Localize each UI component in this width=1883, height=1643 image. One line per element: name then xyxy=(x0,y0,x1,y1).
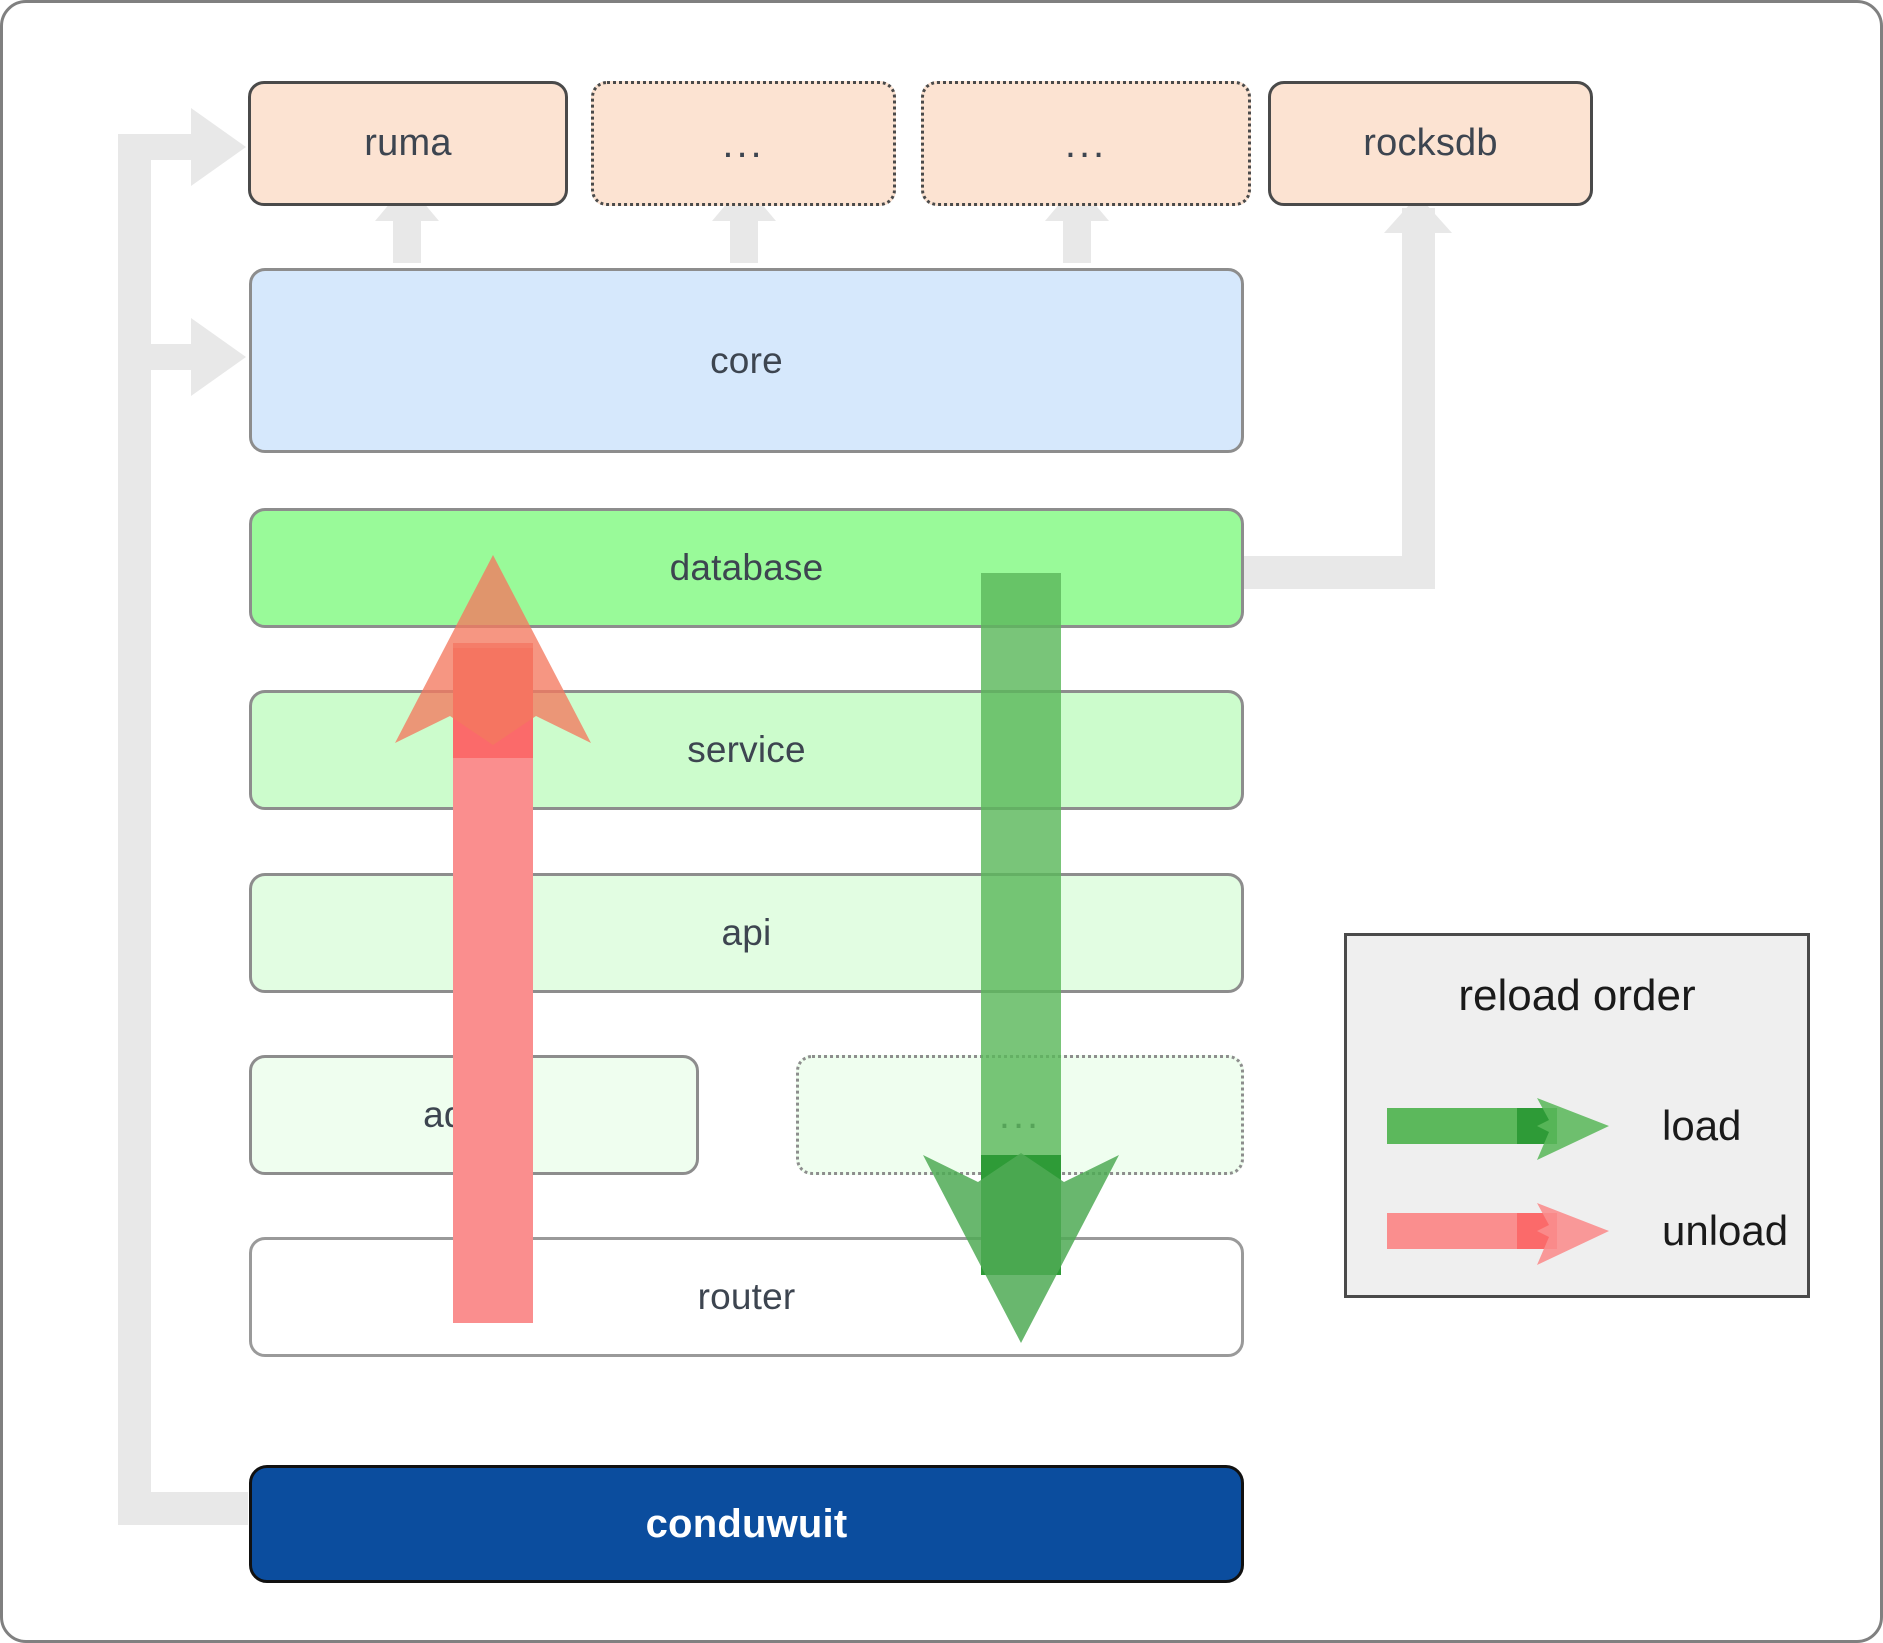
layer-label: admin xyxy=(423,1094,525,1135)
connector-wires xyxy=(118,108,1452,1525)
layer-label: service xyxy=(687,729,806,770)
layer-label: api xyxy=(721,912,772,953)
legend: reload order load unload xyxy=(1344,933,1810,1298)
layer-label: ... xyxy=(998,1093,1042,1137)
layer-node-leaf-etc[interactable]: ... xyxy=(796,1055,1244,1175)
app-label: conduwuit xyxy=(645,1501,848,1546)
unload-arrow-icon xyxy=(1387,1203,1609,1265)
legend-row-load: load xyxy=(1347,1076,1807,1176)
layer-node-api[interactable]: api xyxy=(249,873,1244,993)
layer-node-service[interactable]: service xyxy=(249,690,1244,810)
dependency-node-2[interactable]: ... xyxy=(591,81,896,206)
dependency-node-3[interactable]: ... xyxy=(921,81,1251,206)
dependency-label: ... xyxy=(722,121,765,166)
layer-node-core[interactable]: core xyxy=(249,268,1244,453)
legend-label-load: load xyxy=(1662,1102,1742,1149)
legend-row-unload: unload xyxy=(1347,1181,1807,1281)
dependency-node-ruma[interactable]: ruma xyxy=(248,81,568,206)
layer-node-admin[interactable]: admin xyxy=(249,1055,699,1175)
layer-label: database xyxy=(669,547,824,588)
reload-flow-arrows xyxy=(395,555,1119,1343)
load-arrow-icon xyxy=(1387,1098,1609,1160)
layer-label: router xyxy=(697,1276,796,1317)
layer-node-database[interactable]: database xyxy=(249,508,1244,628)
dependency-node-rocksdb[interactable]: rocksdb xyxy=(1268,81,1593,206)
dependency-label: rocksdb xyxy=(1363,122,1498,164)
dependency-label: ruma xyxy=(364,122,452,164)
legend-label-unload: unload xyxy=(1662,1207,1789,1254)
layer-node-router[interactable]: router xyxy=(249,1237,1244,1357)
layer-label: core xyxy=(710,339,783,381)
app-node-conduwuit[interactable]: conduwuit xyxy=(249,1465,1244,1583)
dependency-label: ... xyxy=(1064,121,1108,166)
legend-title: reload order xyxy=(1458,971,1696,1020)
